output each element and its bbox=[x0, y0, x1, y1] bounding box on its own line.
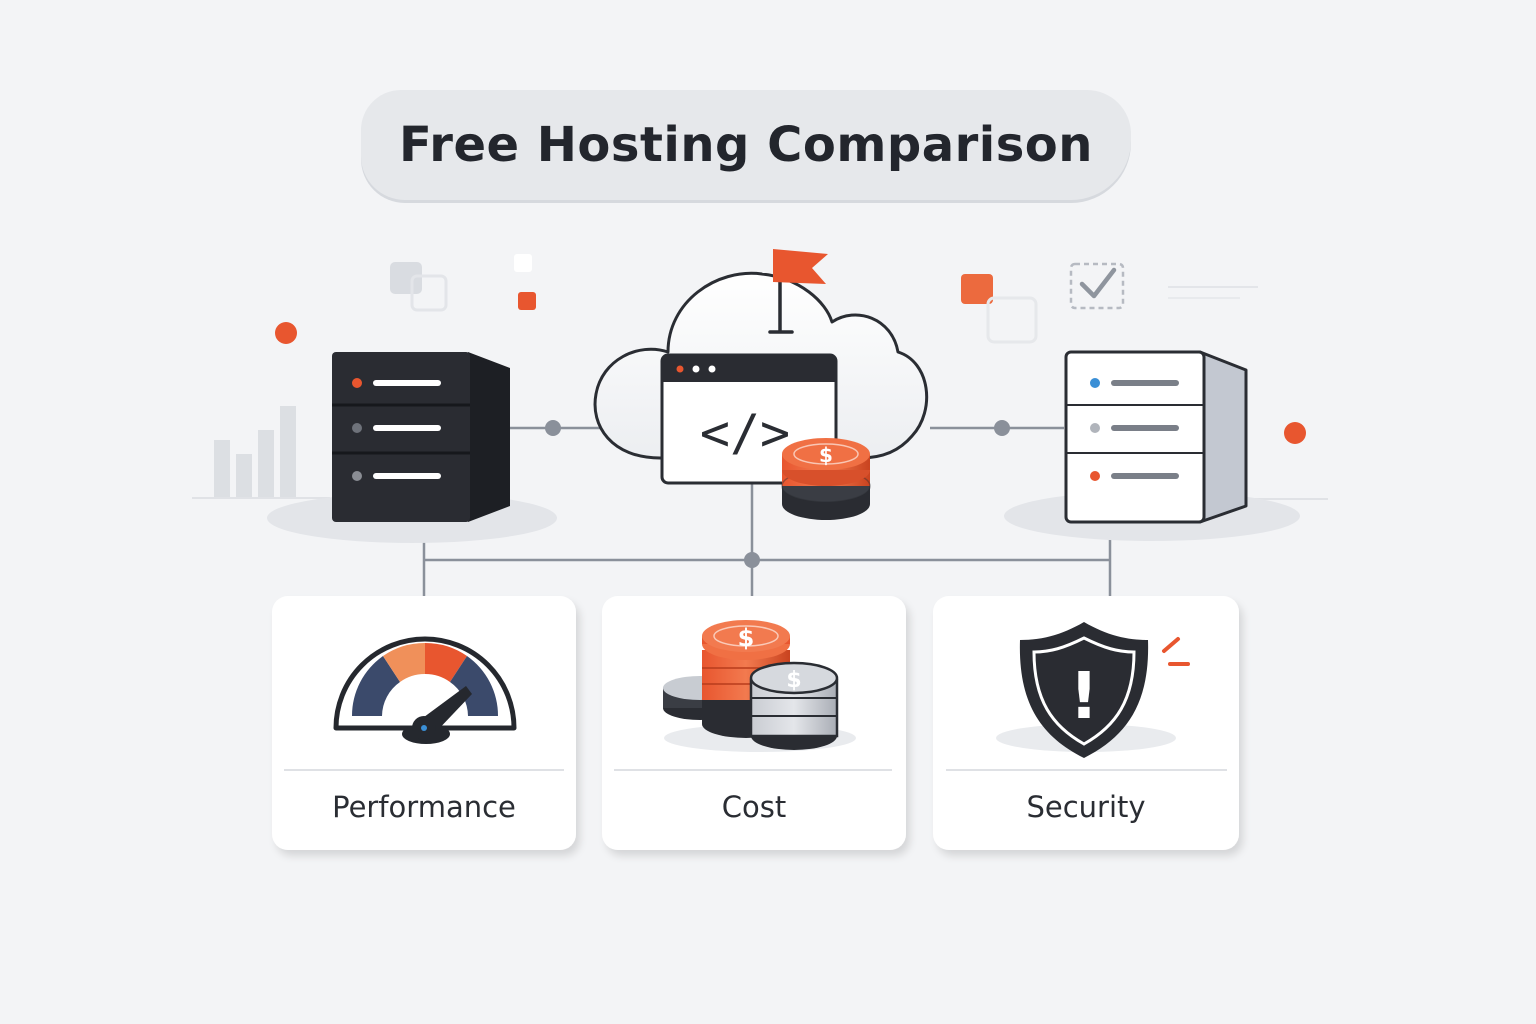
title-banner: Free Hosting Comparison bbox=[361, 90, 1131, 200]
card-label-cost: Cost bbox=[721, 790, 787, 824]
gray-square bbox=[390, 262, 422, 294]
dark-server-icon bbox=[267, 352, 557, 543]
connector-node bbox=[545, 420, 561, 436]
cloud-code-window-icon: </> bbox=[593, 249, 929, 485]
coin-stack-small-icon: $ bbox=[781, 438, 871, 520]
card-label-performance: Performance bbox=[332, 790, 516, 824]
alert-glyph: ! bbox=[1069, 660, 1098, 734]
light-server-icon bbox=[1004, 350, 1300, 541]
card-label-security: Security bbox=[1026, 790, 1146, 824]
white-square bbox=[514, 254, 532, 272]
orange-square bbox=[518, 292, 536, 310]
orange-dot bbox=[1284, 422, 1306, 444]
orange-dot bbox=[275, 322, 297, 344]
speedometer-icon bbox=[333, 636, 517, 744]
dollar-glyph: $ bbox=[819, 443, 833, 467]
dollar-glyph: $ bbox=[738, 624, 755, 652]
page-title: Free Hosting Comparison bbox=[399, 117, 1093, 173]
checkbox-icon bbox=[1069, 262, 1125, 310]
shield-alert-icon: ! bbox=[996, 622, 1190, 758]
bar-chart-icon bbox=[214, 406, 296, 497]
connector-node bbox=[994, 420, 1010, 436]
decorations bbox=[192, 254, 1328, 500]
connector-node bbox=[744, 552, 760, 568]
coin-stack-icon: $ $ bbox=[663, 620, 856, 752]
outline-square bbox=[986, 296, 1038, 344]
flag-icon bbox=[768, 249, 828, 334]
code-glyph: </> bbox=[700, 404, 790, 462]
dollar-glyph: $ bbox=[786, 668, 801, 693]
orange-square bbox=[961, 274, 993, 304]
outline-square bbox=[410, 274, 448, 312]
